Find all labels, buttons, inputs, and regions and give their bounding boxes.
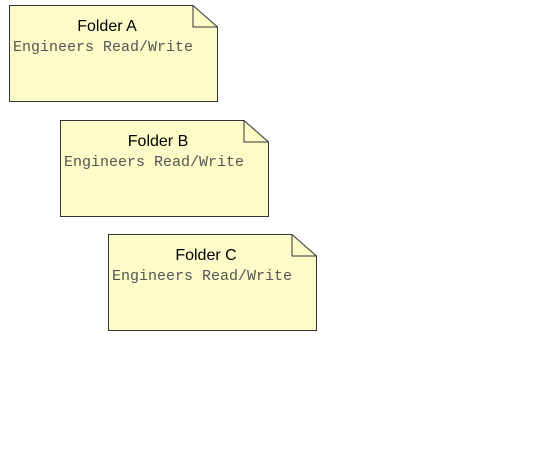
folder-c-title: Folder C: [175, 247, 237, 264]
folder-c-note[interactable]: Folder C Engineers Read/Write: [108, 234, 318, 331]
note-shape: [108, 234, 317, 331]
folder-a-permission: Engineers Read/Write: [13, 39, 194, 56]
folder-a-title: Folder A: [77, 18, 137, 35]
folder-a-note[interactable]: Folder A Engineers Read/Write: [9, 5, 219, 102]
folder-c-permission: Engineers Read/Write: [112, 268, 293, 285]
folder-b-title: Folder B: [127, 133, 189, 150]
note-shape: [60, 120, 269, 217]
folder-b-note[interactable]: Folder B Engineers Read/Write: [60, 120, 270, 217]
note-shape: [9, 5, 218, 102]
folder-b-permission: Engineers Read/Write: [64, 154, 245, 171]
